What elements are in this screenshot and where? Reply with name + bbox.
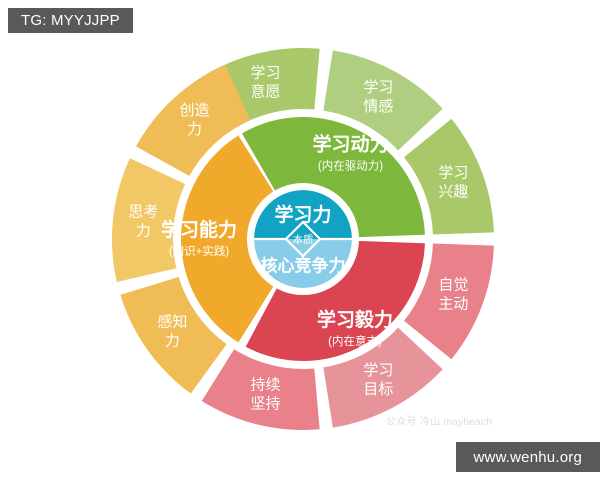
core-bottom-label: 核心竞争力 [261,255,346,275]
inner-segment-title: 学习能力 [161,218,237,241]
inner-segment-title: 学习毅力 [317,308,393,331]
outer-segment-shape [323,327,443,428]
outer-segment-label: 思考 [128,204,158,221]
outer-segment-label: 力 [187,121,202,138]
outer-segment-label: 情感 [363,98,393,115]
outer-segment-label: 兴趣 [438,183,468,200]
outer-segment-label: 学习 [363,362,393,379]
outer-segment-shape [112,158,186,282]
outer-segment-label: 目标 [363,381,393,398]
telegram-watermark-badge: TG: MYYJJPP [8,8,133,33]
inner-segment-perseverance[interactable]: 学习毅力 (内在意志) [245,240,425,361]
inner-segment-subtitle: (内在驱动力) [318,158,383,172]
outer-segment-shape [201,349,320,430]
outer-segment-shape [404,243,494,360]
outer-segment-label: 学习 [438,164,468,181]
outer-segment-label: 感知 [157,314,187,331]
inner-segment-shape [242,116,425,238]
outer-segment-label: 意愿 [251,82,281,100]
inner-segment-subtitle: (知识+实践) [169,244,230,258]
outer-segment-label: 主动 [438,296,468,313]
core-top-label: 学习力 [274,203,331,226]
outer-segment-label: 创造 [180,102,210,119]
wheel-svg: 学习意愿学习情感学习兴趣自觉主动学习目标持续坚持感知力思考力创造力学习动力(内在… [112,48,494,430]
outer-segment-shape [135,64,251,176]
core-diamond-icon [284,220,322,258]
outer-segment-perception[interactable]: 感知力 [120,277,227,394]
outer-segment-thinking[interactable]: 思考力 [112,158,186,282]
inner-segment-subtitle: (内在意志) [328,334,382,348]
core-outline [247,183,359,295]
outer-segment-shape [323,50,443,151]
core-middle-label: 本质 [293,233,314,246]
outer-segment-shape [120,277,227,394]
inner-segment-motivation[interactable]: 学习动力 (内在驱动力) [242,116,425,238]
outer-segment-label: 持续 [251,377,281,394]
outer-segment-label: 学习 [251,64,281,81]
outer-segment-label: 力 [136,223,151,240]
outer-segment-label: 自觉 [438,277,468,294]
outer-segment-label: 学习 [363,79,393,96]
author-watermark: 公众号 冷山 maybeach [386,417,493,428]
outer-segment-shape [404,118,494,235]
outer-segment-label: 坚持 [251,396,281,413]
outer-segment-label: 力 [165,333,180,350]
learning-power-wheel: 学习意愿学习情感学习兴趣自觉主动学习目标持续坚持感知力思考力创造力学习动力(内在… [112,48,494,430]
outer-segment-creativity[interactable]: 创造力 [135,64,251,176]
inner-segment-shape [181,135,274,343]
site-watermark-badge: www.wenhu.org [455,442,600,472]
inner-segment-title: 学习动力 [313,132,389,155]
inner-segment-ability[interactable]: 学习能力 (知识+实践) [161,135,274,343]
inner-segment-shape [245,240,425,361]
